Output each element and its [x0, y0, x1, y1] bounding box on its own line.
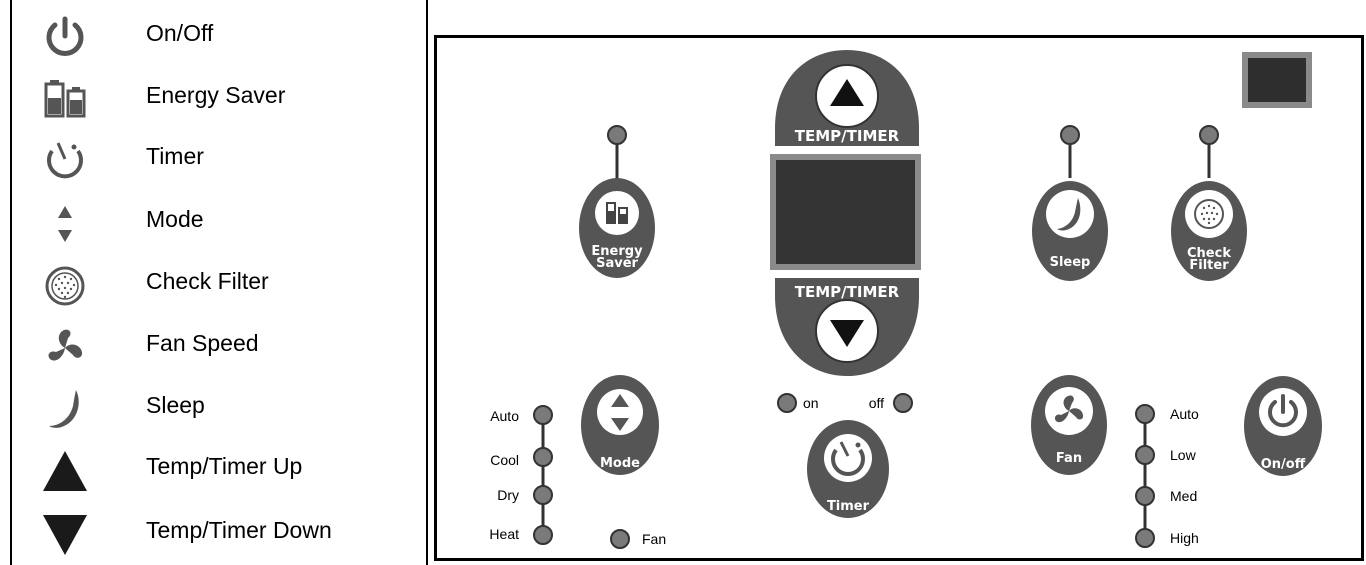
sleep-button[interactable]: Sleep — [1032, 181, 1108, 281]
check-filter-button[interactable]: Check Filter — [1171, 181, 1247, 281]
legend-row-energy-saver: Energy Saver — [12, 70, 430, 130]
timer-on-label: on — [803, 395, 819, 411]
arrow-down-icon — [830, 320, 864, 347]
legend-label: Energy Saver — [146, 82, 286, 108]
fan-label: Fan — [1056, 451, 1082, 466]
check-filter-label-1: Check — [1187, 246, 1231, 261]
triangle-up-icon — [43, 451, 87, 491]
sleep-led — [1060, 125, 1080, 145]
temp-up-label: TEMP/TIMER — [795, 127, 900, 145]
legend-row-onoff: On/Off — [12, 8, 430, 68]
fan-speed-led-med: Med — [1135, 486, 1197, 506]
legend-row-sleep: Sleep — [12, 380, 430, 440]
fan-speed-auto: Auto — [1170, 406, 1199, 422]
legend-row-temp-down: Temp/Timer Down — [12, 505, 430, 565]
up-down-arrows-icon — [58, 206, 72, 242]
sleep-label: Sleep — [1050, 255, 1091, 270]
temp-down-label: TEMP/TIMER — [795, 283, 900, 301]
triangle-down-icon — [43, 515, 87, 555]
legend-row-temp-up: Temp/Timer Up — [12, 441, 430, 501]
check-filter-label-2: Filter — [1189, 258, 1229, 273]
mode-led-auto: Auto — [490, 405, 553, 425]
energy-saver-label-1: Energy — [591, 244, 643, 259]
control-panel: TEMP/TIMER TEMP/TIMER Energy Saver — [434, 35, 1364, 561]
mode-option-dry: Dry — [497, 487, 519, 503]
fan-button[interactable]: Fan — [1031, 375, 1107, 475]
mode-led-heat: Heat — [489, 525, 553, 545]
temp-down-button[interactable]: TEMP/TIMER — [775, 278, 919, 376]
timer-label: Timer — [827, 499, 870, 514]
mode-label: Mode — [600, 456, 640, 471]
energy-saver-led — [607, 125, 627, 145]
arrow-up-icon — [830, 79, 864, 106]
power-icon — [1268, 394, 1298, 428]
battery-icon — [606, 202, 628, 224]
timer-button[interactable]: Timer — [807, 420, 889, 518]
mode-button[interactable]: Mode — [581, 375, 659, 475]
fan-icon — [48, 329, 83, 361]
fan-mode-label: Fan — [642, 531, 666, 547]
onoff-button[interactable]: On/off — [1244, 376, 1322, 476]
timer-icon — [47, 142, 83, 179]
temp-up-button[interactable]: TEMP/TIMER — [775, 50, 919, 146]
legend-label: Sleep — [146, 392, 205, 418]
fan-speed-high: High — [1170, 530, 1199, 546]
mode-led-dry: Dry — [497, 485, 553, 505]
legend-row-check-filter: Check Filter — [12, 256, 430, 316]
legend-row-fan-speed: Fan Speed — [12, 318, 430, 378]
moon-icon — [1057, 198, 1081, 231]
fan-speed-led-auto: Auto — [1135, 404, 1199, 424]
mode-option-cool: Cool — [490, 452, 519, 468]
mode-option-heat: Heat — [489, 526, 519, 542]
legend: On/Off Energy Saver Timer Mode — [10, 0, 428, 565]
fan-mode-led: Fan — [610, 529, 666, 549]
mode-option-auto: Auto — [490, 408, 519, 424]
filter-icon — [45, 266, 85, 306]
onoff-label: On/off — [1261, 457, 1306, 472]
energy-saver-label-2: Saver — [596, 256, 638, 271]
fan-icon — [1054, 395, 1084, 423]
timer-on-led: on — [777, 393, 819, 413]
timer-off-led: off — [869, 393, 913, 413]
fan-speed-med: Med — [1170, 488, 1197, 504]
legend-label: Mode — [146, 206, 204, 232]
fan-speed-led-low: Low — [1135, 445, 1197, 465]
up-down-arrows-icon — [611, 394, 629, 431]
filter-icon — [1194, 199, 1224, 229]
legend-label: On/Off — [146, 20, 214, 46]
timer-off-label: off — [869, 395, 884, 411]
legend-label: Check Filter — [146, 268, 269, 294]
legend-label: Temp/Timer Down — [146, 517, 332, 543]
check-filter-led — [1199, 125, 1219, 145]
legend-label: Temp/Timer Up — [146, 453, 303, 479]
legend-label: Timer — [146, 143, 204, 169]
legend-row-mode: Mode — [12, 194, 430, 254]
battery-icon — [44, 80, 86, 118]
moon-icon — [49, 390, 79, 428]
legend-label: Fan Speed — [146, 330, 259, 356]
fan-speed-led-high: High — [1135, 528, 1199, 548]
mode-led-cool: Cool — [490, 447, 553, 468]
legend-row-timer: Timer — [12, 131, 430, 191]
fan-speed-low: Low — [1170, 447, 1197, 463]
power-icon — [46, 16, 84, 56]
energy-saver-button[interactable]: Energy Saver — [579, 178, 655, 278]
timer-icon — [831, 441, 865, 476]
top-right-indicator-inner — [1248, 58, 1306, 102]
